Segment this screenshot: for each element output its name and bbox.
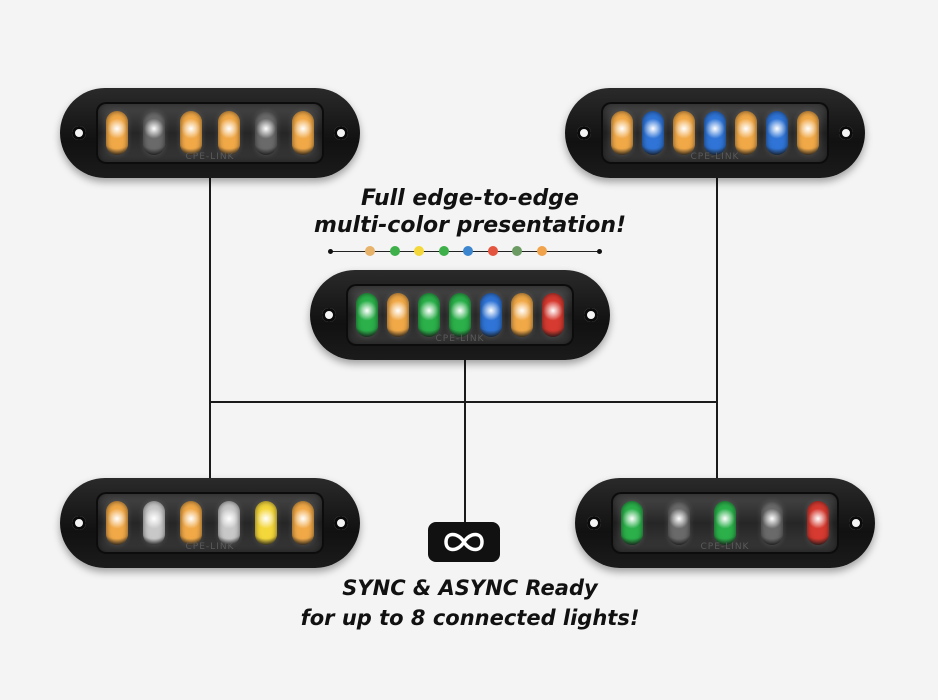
light-top-right: CPE-LINK bbox=[565, 88, 865, 178]
light-top-left: CPE-LINK bbox=[60, 88, 360, 178]
wire-center-vertical bbox=[464, 358, 466, 522]
wire-horizontal bbox=[209, 401, 718, 403]
led-segment bbox=[480, 293, 502, 337]
mount-hole-icon bbox=[72, 126, 86, 140]
mount-hole-icon bbox=[587, 516, 601, 530]
brand-label: CPE-LINK bbox=[185, 152, 235, 162]
led-segment bbox=[673, 111, 695, 155]
mount-hole-icon bbox=[577, 126, 591, 140]
mount-hole-icon bbox=[839, 126, 853, 140]
led-segment bbox=[106, 501, 128, 545]
light-bottom-right: CPE-LINK bbox=[575, 478, 875, 568]
infinity-icon bbox=[428, 522, 500, 562]
color-dot bbox=[414, 246, 424, 256]
line-end-dot-icon bbox=[597, 249, 602, 254]
mount-hole-icon bbox=[334, 516, 348, 530]
color-dot bbox=[365, 246, 375, 256]
led-segment bbox=[714, 501, 736, 545]
led-segment bbox=[143, 501, 166, 545]
brand-label: CPE-LINK bbox=[435, 334, 485, 344]
headline-line-2: multi-color presentation! bbox=[313, 213, 627, 238]
brand-label: CPE-LINK bbox=[690, 152, 740, 162]
led-segment bbox=[704, 111, 726, 155]
led-segment bbox=[611, 111, 633, 155]
lens bbox=[96, 102, 324, 164]
led-segment bbox=[760, 501, 783, 545]
led-segment bbox=[542, 293, 564, 337]
led-segment bbox=[180, 111, 203, 155]
color-dot bbox=[512, 246, 522, 256]
line-end-dot-icon bbox=[328, 249, 333, 254]
footer-line-2: for up to 8 connected lights! bbox=[300, 606, 640, 630]
wire-left-vertical bbox=[209, 178, 211, 480]
led-segment bbox=[418, 293, 440, 337]
color-dot bbox=[536, 246, 547, 256]
led-segment bbox=[254, 111, 277, 155]
lens bbox=[96, 492, 324, 554]
lens bbox=[611, 492, 839, 554]
headline-line-1: Full edge-to-edge bbox=[361, 186, 579, 211]
light-center: CPE-LINK bbox=[310, 270, 610, 360]
led-segment bbox=[292, 111, 314, 155]
lens bbox=[346, 284, 574, 346]
led-segment bbox=[106, 111, 128, 155]
color-dot bbox=[487, 246, 498, 256]
led-segment bbox=[180, 501, 203, 545]
led-segment bbox=[621, 501, 643, 545]
led-segment bbox=[387, 293, 409, 337]
mount-hole-icon bbox=[584, 308, 598, 322]
led-segment bbox=[807, 501, 829, 545]
led-segment bbox=[356, 293, 378, 337]
led-segment bbox=[217, 111, 240, 155]
wire-right-vertical bbox=[716, 178, 718, 480]
mount-hole-icon bbox=[322, 308, 336, 322]
mount-hole-icon bbox=[72, 516, 86, 530]
brand-label: CPE-LINK bbox=[700, 542, 750, 552]
led-segment bbox=[642, 111, 664, 155]
led-segment bbox=[511, 293, 533, 337]
led-segment bbox=[292, 501, 314, 545]
brand-label: CPE-LINK bbox=[185, 542, 235, 552]
lens bbox=[601, 102, 829, 164]
led-segment bbox=[735, 111, 757, 155]
led-segment bbox=[766, 111, 788, 155]
mount-hole-icon bbox=[334, 126, 348, 140]
led-segment bbox=[143, 111, 166, 155]
color-dot bbox=[463, 246, 473, 256]
led-segment bbox=[449, 293, 471, 337]
led-segment bbox=[797, 111, 819, 155]
led-segment bbox=[667, 501, 690, 545]
led-segment bbox=[254, 501, 277, 545]
color-dot bbox=[438, 246, 449, 256]
led-segment bbox=[217, 501, 240, 545]
mount-hole-icon bbox=[849, 516, 863, 530]
light-bottom-left: CPE-LINK bbox=[60, 478, 360, 568]
color-dot bbox=[389, 246, 400, 256]
footer-line-1: SYNC & ASYNC Ready bbox=[342, 576, 598, 600]
